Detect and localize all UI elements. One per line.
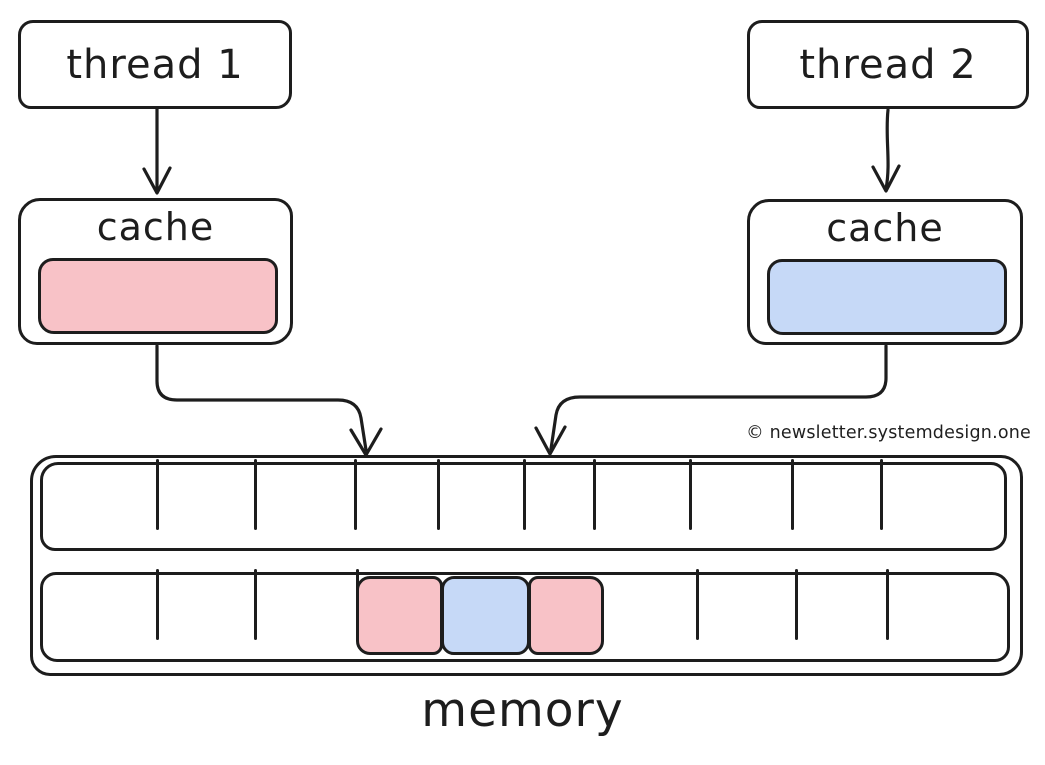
memory-cell [882, 465, 1004, 548]
thread-2-box: thread 2 [747, 20, 1029, 109]
cache-line-thread2 [767, 259, 1007, 335]
memory-cell [698, 569, 799, 659]
memory-cell [797, 569, 890, 659]
memory-cell-blue [440, 576, 530, 655]
memory-cell [594, 459, 693, 548]
memory-cell [43, 459, 159, 548]
memory-label: memory [421, 683, 624, 738]
memory-cell [255, 459, 358, 548]
cache-left-label: cache [96, 205, 215, 249]
memory-cell [43, 569, 160, 659]
arrow-thread1-to-cache [142, 107, 172, 195]
memory-cell-pink [527, 576, 604, 655]
cache-right-label: cache [826, 206, 944, 250]
memory-cell [887, 575, 1007, 659]
cache-left-box: cache [18, 198, 293, 345]
arrowhead-icon [349, 427, 383, 457]
cache-line-thread1 [38, 258, 278, 334]
memory-cell [525, 459, 595, 548]
thread-1-label: thread 1 [66, 41, 244, 88]
arrow-cache1-to-memory [155, 344, 383, 457]
thread-2-label: thread 2 [799, 41, 977, 88]
arrow-thread2-to-cache [871, 108, 901, 193]
arrowhead-icon [534, 425, 567, 456]
memory-cell [603, 569, 700, 659]
memory-cell [157, 459, 258, 548]
arrowhead-icon [871, 164, 901, 193]
memory-row-1 [40, 459, 1007, 551]
memory-cell [158, 569, 258, 659]
thread-1-box: thread 1 [18, 20, 292, 109]
memory-cell [438, 459, 527, 548]
memory-row-2 [40, 569, 1010, 662]
memory-cell [793, 459, 884, 548]
arrowhead-icon [142, 166, 172, 195]
cache-right-box: cache [747, 199, 1023, 345]
memory-cell-pink [356, 576, 443, 655]
memory-cell [356, 459, 441, 548]
watermark-text: © newsletter.systemdesign.one [746, 423, 1031, 443]
memory-cell [256, 569, 359, 659]
memory-cell [690, 459, 795, 548]
